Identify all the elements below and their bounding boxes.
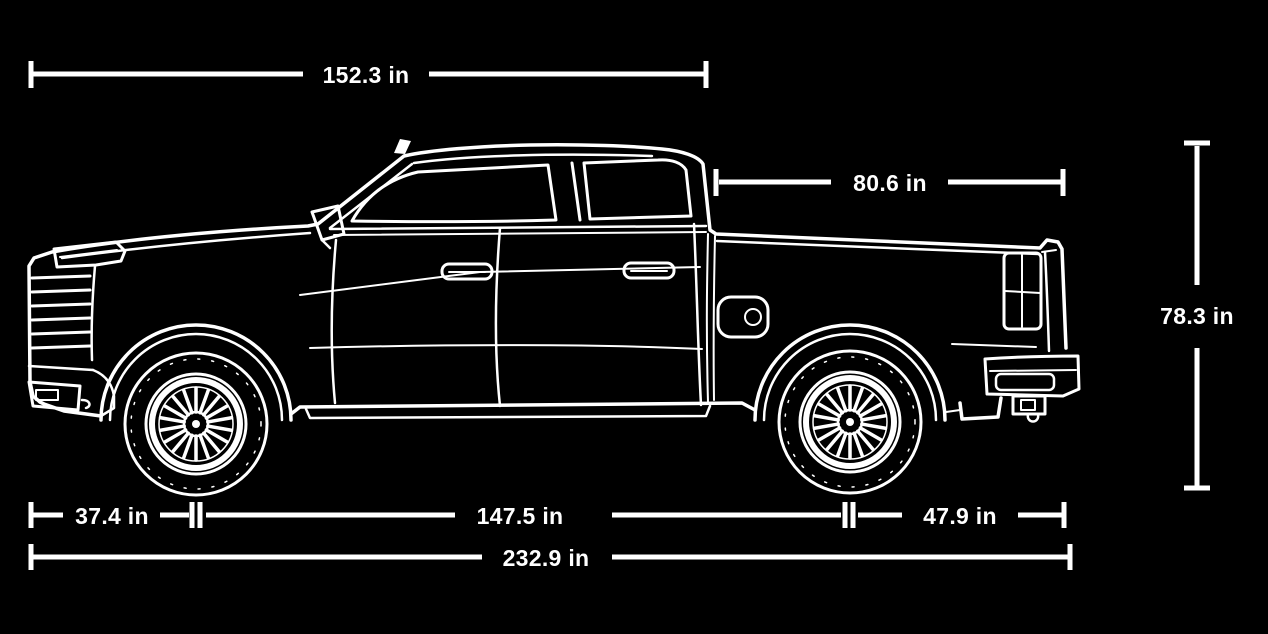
side-mirror-icon	[310, 204, 346, 250]
door-handles	[440, 261, 676, 281]
dimension-label: 80.6 in	[853, 170, 927, 196]
hitch-hook-icon	[1026, 412, 1040, 423]
front-bumper-step	[27, 380, 82, 412]
tow-hook-icon	[80, 398, 91, 410]
dimension-bed-length: 80.6 in	[713, 169, 1066, 196]
grille-bars	[30, 274, 92, 350]
hood-lines	[60, 153, 654, 260]
front-wheel-icon	[125, 353, 267, 495]
dimension-label: 47.9 in	[923, 503, 997, 529]
headlight-icon	[52, 240, 127, 269]
bed-details	[705, 233, 1041, 413]
dimension-front-to-cab-rear: 152.3 in	[28, 61, 709, 88]
dimension-rear-overhang: 47.9 in	[858, 502, 1067, 529]
hitch-receiver-icon	[1011, 394, 1047, 416]
dimension-front-overhang: 37.4 in	[28, 502, 203, 529]
dimension-label: 78.3 in	[1160, 303, 1234, 329]
rear-end	[983, 249, 1081, 423]
antenna-fin-icon	[394, 139, 411, 154]
dimension-label: 37.4 in	[75, 503, 149, 529]
fender-arches	[99, 323, 947, 422]
truck-body-outline	[27, 142, 1068, 421]
rear-bumper-icon	[983, 354, 1081, 398]
fuel-door-icon	[716, 295, 770, 339]
door-seams	[299, 222, 703, 408]
rear-wheel-icon	[779, 351, 921, 493]
front-fascia	[27, 240, 127, 418]
dimension-overall-length: 232.9 in	[28, 544, 1073, 571]
dimension-label: 232.9 in	[503, 545, 590, 571]
truck-illustration	[27, 139, 1081, 495]
dimension-label: 152.3 in	[323, 62, 410, 88]
dimension-wheelbase: 147.5 in	[206, 502, 856, 529]
cab-windows	[328, 158, 708, 236]
dimension-label: 147.5 in	[477, 503, 564, 529]
fog-light-icon	[35, 389, 59, 401]
dimension-overall-height: 78.3 in	[1160, 140, 1234, 491]
